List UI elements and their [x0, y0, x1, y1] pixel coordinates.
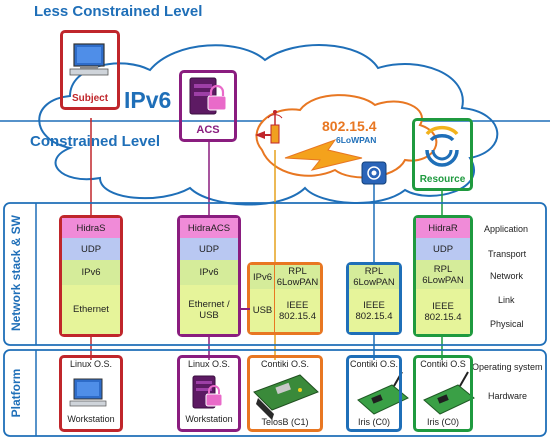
resource-platform [413, 355, 473, 432]
subject-platform [59, 355, 123, 432]
telosb-link-left: USB [250, 289, 275, 332]
acs-transport: UDP [180, 238, 238, 260]
acs-label: ACS [196, 124, 220, 136]
subject-hw: Workstation [67, 414, 115, 424]
platform-section-label: Platform [9, 368, 23, 418]
stack-section-frame [3, 202, 547, 346]
lowpan-std-label: 802.15.4 [322, 118, 377, 134]
telosb-link-right: IEEE 802.15.4 [275, 289, 320, 332]
iris0-platform [346, 355, 402, 432]
layer-physical: Physical [490, 319, 524, 329]
iris0-link: IEEE 802.15.4 [349, 289, 399, 332]
iris-board-icon-2 [423, 371, 475, 415]
telosb-os: Contiki O.S. [260, 359, 309, 369]
acs-network: IPv6 [180, 260, 238, 285]
subject-app: HidraS [62, 218, 120, 238]
subject-transport: UDP [62, 238, 120, 260]
subject-label: Subject [71, 93, 109, 104]
subject-link: Ethernet [62, 285, 120, 334]
resource-app: HidraR [416, 218, 470, 238]
layer-application: Application [484, 224, 529, 234]
telosb-platform [247, 355, 323, 432]
lowpan-sub-label: 6LoWPAN [336, 135, 377, 145]
iris0-network: RPL 6LowPAN [349, 265, 399, 289]
subject-network: IPv6 [62, 260, 120, 285]
platform-section-frame [3, 349, 547, 437]
resource-node[interactable] [412, 118, 473, 191]
resource-os: Contiki O.S [420, 359, 466, 369]
telosb-network-right: RPL 6LowPAN [275, 265, 320, 289]
radio-node-icon [361, 161, 387, 185]
iris0-hw: Iris (C0) [358, 417, 390, 427]
resource-label: Resource [419, 174, 466, 185]
resource-hw: Iris (C0) [427, 417, 459, 427]
layer-transport: Transport [488, 249, 527, 259]
row-os: Operating system [472, 362, 543, 372]
acs-platform [177, 355, 241, 432]
iris-board-icon [357, 371, 409, 415]
usb-antenna-icon [255, 110, 283, 144]
workstation-icon [69, 378, 107, 407]
stack-section-label: Network stack & SW [9, 214, 23, 332]
telosb-board-icon [253, 374, 319, 420]
server-lock-icon [189, 77, 227, 115]
iris0-os: Contiki O.S. [349, 359, 398, 369]
subject-node[interactable] [60, 30, 120, 110]
acs-app: HidraACS [180, 218, 238, 238]
ipv6-label: IPv6 [124, 87, 172, 113]
layer-link: Link [498, 295, 515, 305]
acs-node[interactable] [179, 70, 237, 142]
resource-logo-icon [425, 125, 459, 167]
subject-os: Linux O.S. [69, 359, 113, 369]
resource-link: IEEE 802.15.4 [416, 289, 470, 334]
resource-transport: UDP [416, 238, 470, 260]
telosb-hw: TelosB (C1) [261, 417, 309, 427]
row-hw: Hardware [488, 391, 528, 401]
constrained-title: Constrained Level [30, 133, 161, 150]
resource-network: RPL 6LowPAN [416, 260, 470, 289]
wireless-link-icon [284, 138, 363, 171]
acs-os: Linux O.S. [187, 359, 231, 369]
acs-hw: Workstation [185, 414, 233, 424]
acs-link: Ethernet / USB [180, 285, 238, 334]
telosb-network-left: IPv6 [250, 265, 275, 289]
computer-icon [69, 43, 109, 76]
workstation-server-icon [192, 375, 223, 409]
layer-network: Network [490, 271, 524, 281]
less-constrained-title: Less Constrained Level [34, 3, 203, 20]
